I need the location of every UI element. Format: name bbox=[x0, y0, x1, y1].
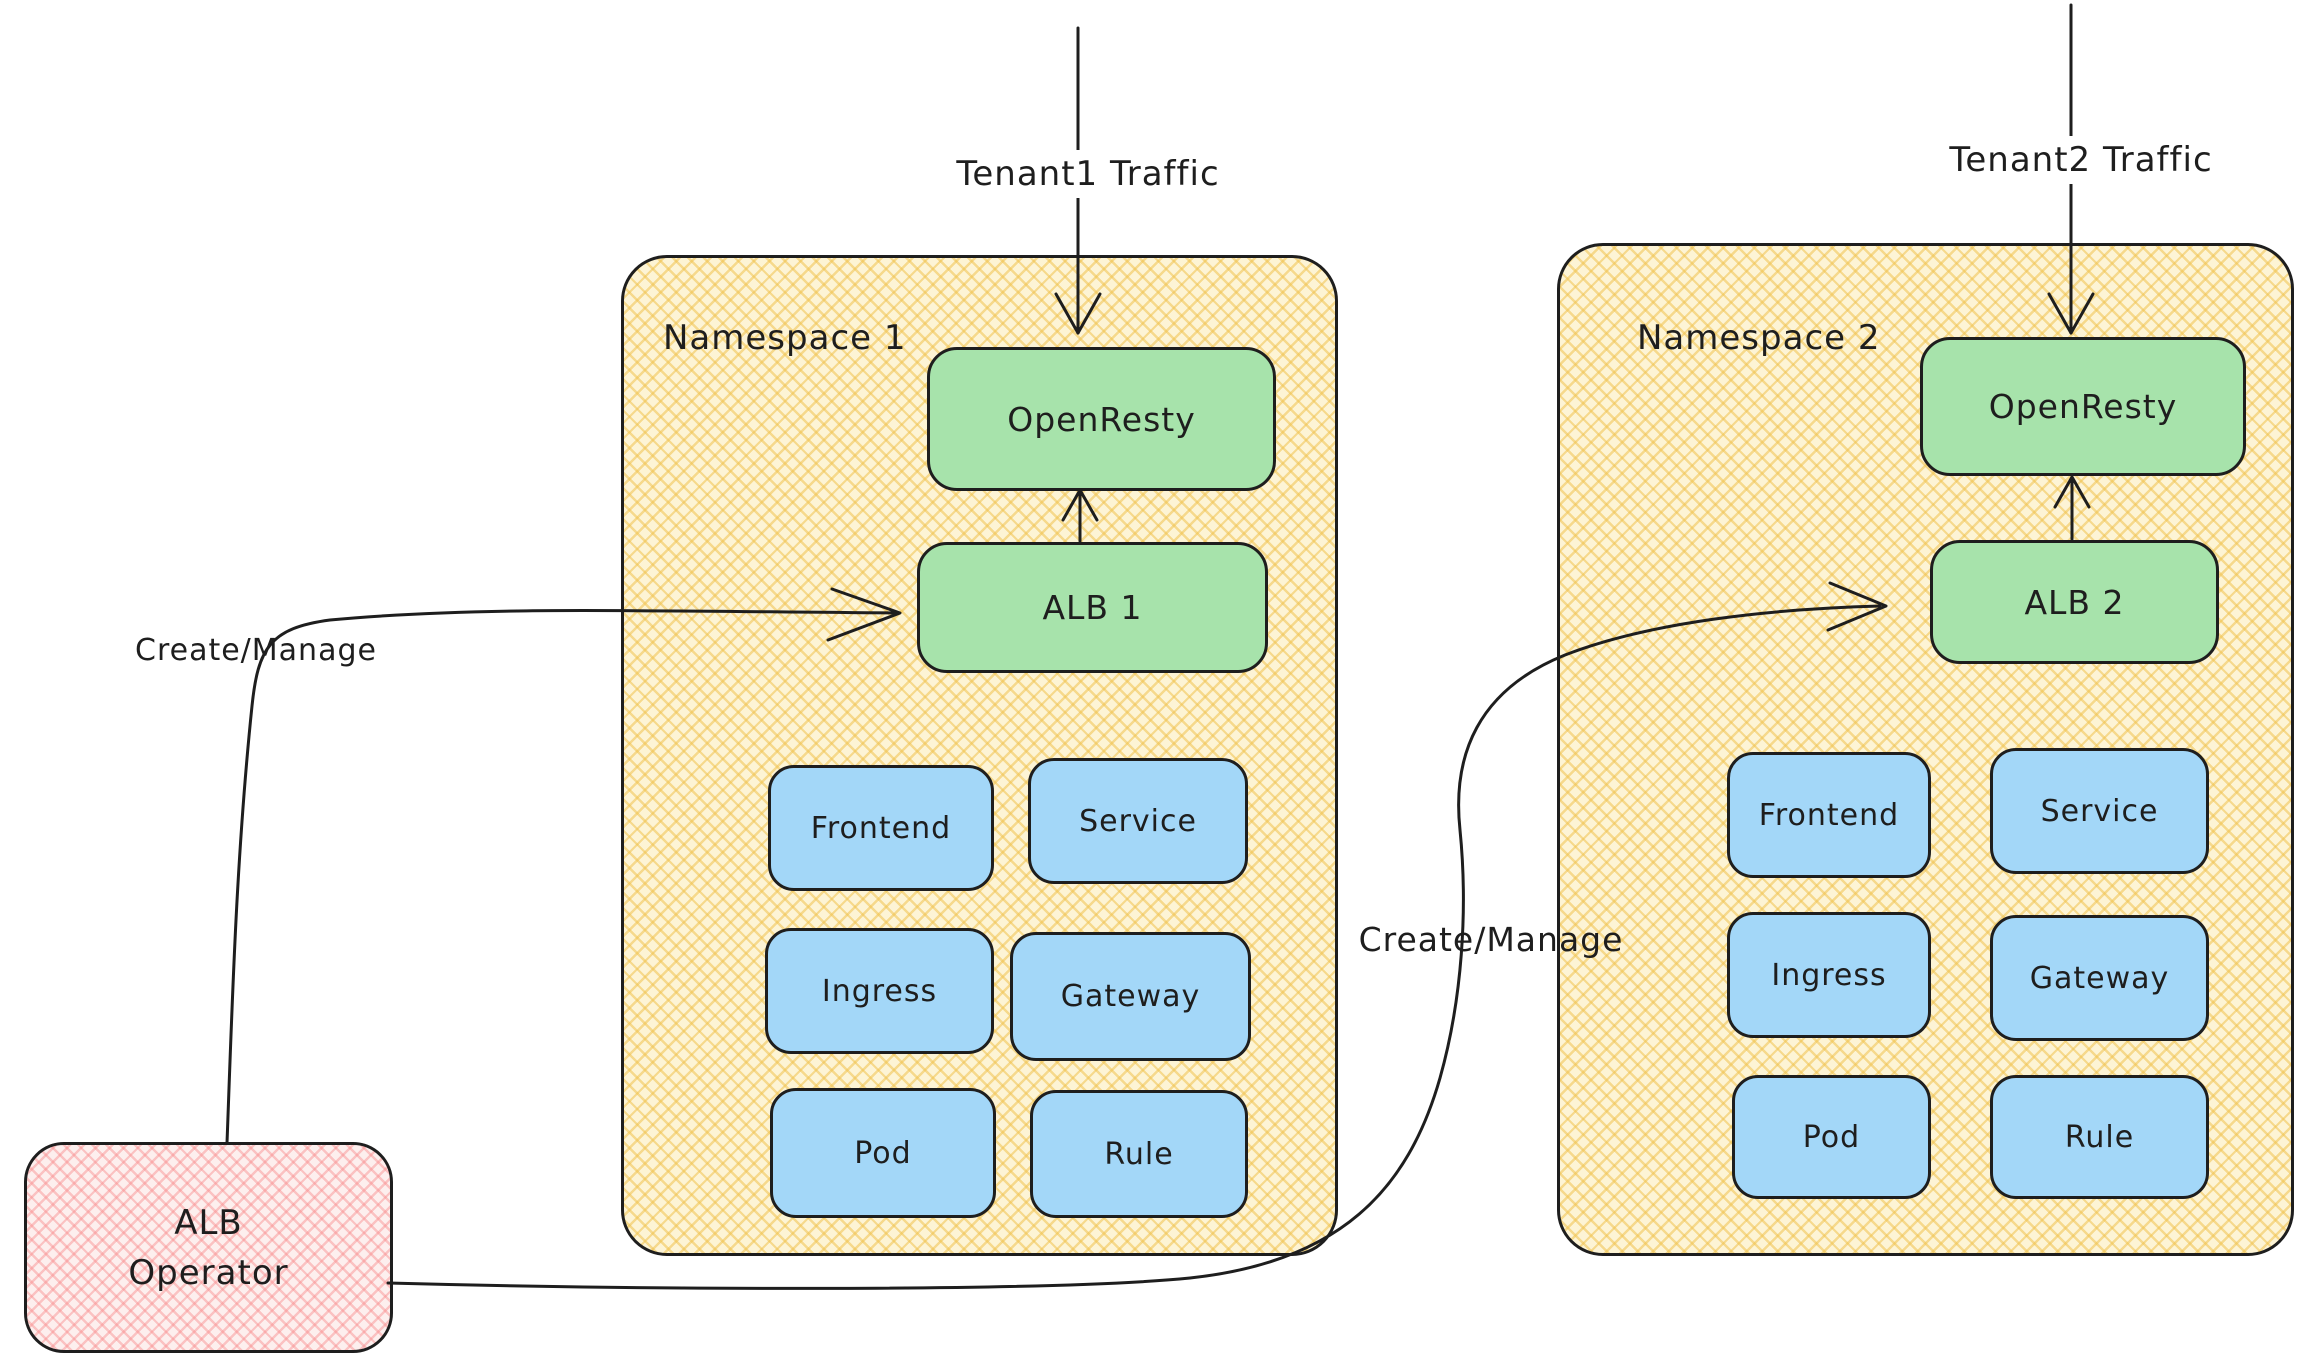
create-manage-label-right: Create/Manage bbox=[1358, 920, 1624, 959]
namespace-1-resource-rule: Rule bbox=[1030, 1090, 1248, 1218]
alb-operator-label-line1: ALB bbox=[174, 1202, 243, 1243]
namespace-1-openresty-box: OpenResty bbox=[927, 347, 1276, 491]
namespace-1-resource-frontend: Frontend bbox=[768, 765, 994, 891]
alb-operator-box: ALB Operator bbox=[24, 1142, 393, 1353]
namespace-2-alb-box: ALB 2 bbox=[1930, 540, 2219, 664]
namespace-2-resource-ingress: Ingress bbox=[1727, 912, 1931, 1038]
namespace-2-title: Namespace 2 bbox=[1637, 318, 1881, 358]
namespace-1-resource-ingress: Ingress bbox=[765, 928, 994, 1054]
namespace-2-resource-rule: Rule bbox=[1990, 1075, 2209, 1199]
namespace-2-resource-service: Service bbox=[1990, 748, 2209, 874]
namespace-2-resource-pod: Pod bbox=[1732, 1075, 1931, 1199]
tenant2-traffic-label: Tenant2 Traffic bbox=[1901, 136, 2261, 184]
namespace-1-alb-box: ALB 1 bbox=[917, 542, 1268, 673]
namespace-1-resource-service: Service bbox=[1028, 758, 1248, 884]
namespace-2-resource-frontend: Frontend bbox=[1727, 752, 1931, 878]
create-manage-label-left: Create/Manage bbox=[135, 633, 377, 668]
alb-operator-label-line2: Operator bbox=[128, 1252, 289, 1293]
namespace-1-title: Namespace 1 bbox=[663, 318, 907, 358]
namespace-1-resource-pod: Pod bbox=[770, 1088, 996, 1218]
namespace-2-openresty-box: OpenResty bbox=[1920, 337, 2246, 476]
namespace-1-resource-gateway: Gateway bbox=[1010, 932, 1251, 1061]
tenant1-traffic-label: Tenant1 Traffic bbox=[908, 150, 1268, 198]
namespace-2-resource-gateway: Gateway bbox=[1990, 915, 2209, 1041]
